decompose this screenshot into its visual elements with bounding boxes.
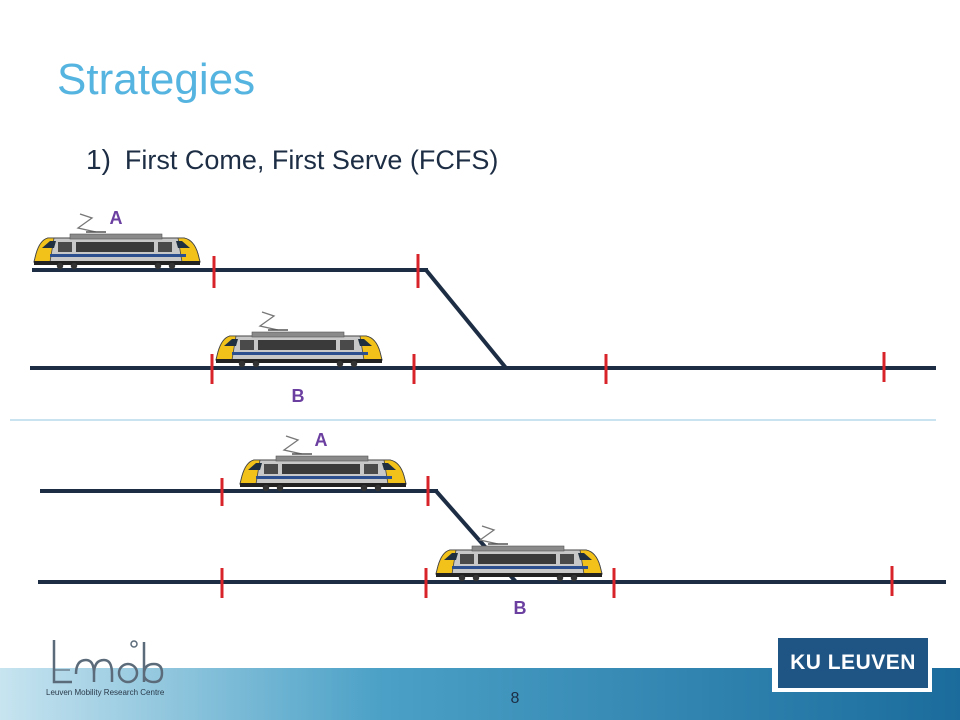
track-switch [424, 268, 508, 370]
lmob-logo-icon [52, 640, 164, 684]
page-number: 8 [510, 690, 520, 707]
train-b-icon [435, 525, 603, 582]
train-b-label: B [514, 598, 527, 618]
subtitle-number: 1) [86, 144, 111, 175]
signal-markers [210, 254, 886, 384]
scenario-bottom: A B [38, 430, 946, 618]
train-b-label: B [292, 386, 305, 406]
train-a-label: A [315, 430, 328, 450]
slide-subtitle: 1) First Come, First Serve (FCFS) [86, 146, 498, 174]
train-a-label: A [110, 208, 123, 228]
scenario-top: A B [30, 208, 936, 406]
slide-title: Strategies [57, 55, 256, 104]
lmob-logo [44, 634, 174, 706]
subtitle-text: First Come, First Serve (FCFS) [124, 145, 499, 175]
ku-leuven-logo: KU LEUVEN [772, 634, 932, 692]
lmob-logo-text: Leuven Mobility Research Centre [46, 688, 165, 697]
ku-leuven-logo-text: KU LEUVEN [778, 638, 928, 688]
signal-markers [220, 476, 894, 598]
train-b-icon [215, 311, 383, 368]
